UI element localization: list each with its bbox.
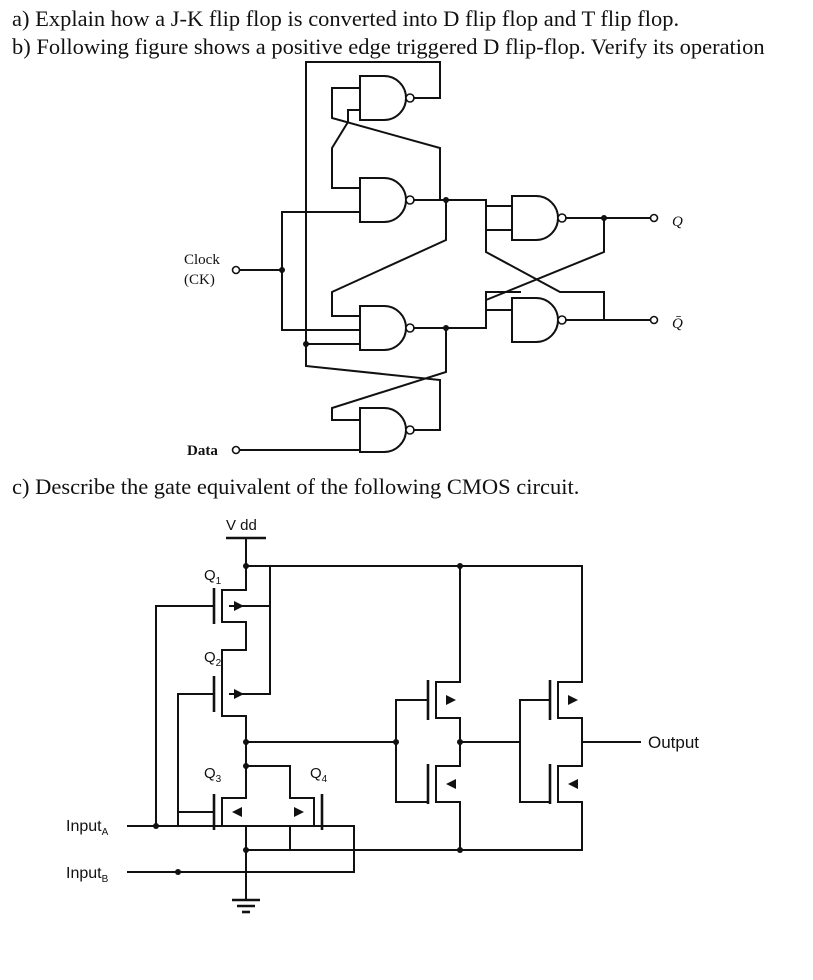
flip-flop-wiring: [239, 61, 651, 451]
vdd-label: V dd: [226, 517, 257, 534]
clock-label: Clock: [184, 252, 220, 268]
nand-gate-5: [511, 195, 567, 241]
output-label: Output: [648, 733, 699, 752]
nand-gate-2: [359, 177, 415, 223]
q1-label: Q1: [204, 567, 222, 587]
q2-label: Q2: [204, 649, 222, 669]
d-flip-flop-diagram: Clock (CK) Data Q Q̄: [184, 61, 683, 459]
data-label: Data: [187, 443, 218, 459]
q-output-label: Q: [672, 214, 683, 230]
clock-sub-label: (CK): [184, 272, 215, 288]
q3-label: Q3: [204, 765, 222, 785]
nand-gate-3: [359, 305, 415, 351]
question-b: b) Following figure shows a positive edg…: [12, 34, 765, 59]
question-c: c) Describe the gate equivalent of the f…: [12, 474, 580, 499]
nand-gate-4: [359, 407, 415, 453]
input-b-label: InputB: [66, 865, 109, 885]
nand-gate-1: [359, 75, 415, 121]
nand-gate-6: [511, 297, 567, 343]
cmos-circuit-diagram: V dd Q1 Q2 Q3: [66, 517, 699, 914]
qbar-output-label: Q̄: [672, 316, 683, 332]
q4-label: Q4: [310, 765, 328, 785]
question-a: a) Explain how a J-K flip flop is conver…: [12, 6, 680, 31]
input-a-label: InputA: [66, 818, 109, 838]
